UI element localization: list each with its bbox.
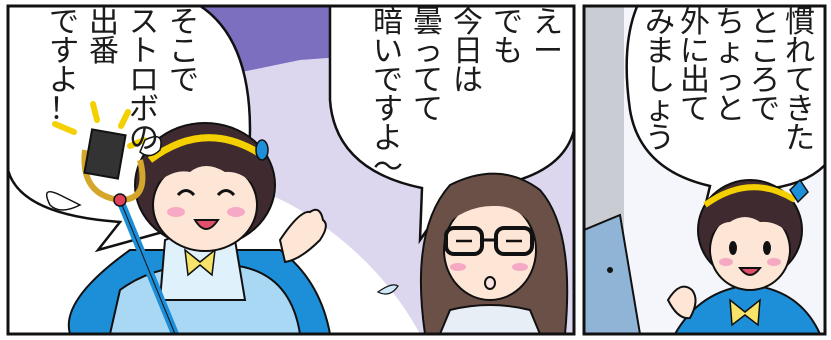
glasses-girl-character xyxy=(419,172,569,334)
balloon-text-outside: 慣れてきた ところで ちょっと 外に出て みましょう xyxy=(645,5,815,156)
balloon-glyph: 〜 xyxy=(373,150,403,185)
flash-lines xyxy=(52,101,147,149)
balloon-glyph: み xyxy=(645,5,675,40)
balloon-line: 出番 xyxy=(89,5,119,69)
magical-girl-character-right xyxy=(666,178,822,334)
balloon-glyph: と xyxy=(715,92,745,127)
balloon-glyph: て xyxy=(413,92,443,127)
balloon-line: ところで xyxy=(750,5,780,127)
balloon-glyph: 出 xyxy=(680,63,710,98)
balloon-line: 暗いですよ〜 xyxy=(373,5,403,185)
balloon-line: 曇ってて xyxy=(413,5,443,127)
balloon-glyph: ょ xyxy=(645,92,675,127)
balloon-glyph: ト xyxy=(129,34,159,69)
balloon-glyph: た xyxy=(785,121,815,156)
balloon-glyph: ろ xyxy=(750,63,780,98)
balloon-glyph: ！ xyxy=(49,92,79,127)
balloon-glyph: に xyxy=(680,34,710,69)
balloon-line: ですよ！ xyxy=(49,5,79,127)
right-panel xyxy=(582,4,827,336)
balloon-line: でも xyxy=(493,5,523,69)
balloon-line: みましょう xyxy=(645,5,675,156)
balloon-glyph: 今 xyxy=(453,5,483,40)
balloon-line: ちょっと xyxy=(715,5,745,127)
balloon-glyph: で xyxy=(49,5,79,40)
balloon-glyph: ス xyxy=(129,5,159,40)
balloon-glyph: で xyxy=(493,5,523,40)
balloon-glyph: す xyxy=(49,34,79,69)
balloon-glyph: て xyxy=(785,63,815,98)
balloon-glyph: き xyxy=(785,92,815,127)
balloon-text-cloudy: えー でも 今日は 曇ってて 暗いですよ〜 xyxy=(373,5,563,185)
magical-girl-character xyxy=(67,122,332,334)
balloon-glyph: 番 xyxy=(89,34,119,69)
balloon-glyph: こ xyxy=(750,34,780,69)
balloon-glyph: 曇 xyxy=(413,5,443,40)
balloon-glyph: 日 xyxy=(453,34,483,69)
balloon-line: ストロボの xyxy=(129,5,159,156)
balloon-glyph: 出 xyxy=(89,5,119,40)
strobe-flash-head xyxy=(83,128,127,180)
balloon-text-strobe: そこで ストロボの 出番 ですよ！ xyxy=(49,5,199,156)
balloon-glyph: ち xyxy=(715,5,745,40)
left-panel-border xyxy=(6,4,576,336)
balloon-glyph: の xyxy=(129,121,159,156)
balloon-glyph: は xyxy=(453,63,483,98)
strobe-staff xyxy=(45,128,179,334)
balloon-glyph: よ xyxy=(373,121,403,156)
balloon-glyph: 外 xyxy=(680,5,710,40)
balloon-glyph: 慣 xyxy=(785,5,815,40)
right-panel-border xyxy=(582,4,827,336)
balloon-glyph: す xyxy=(373,92,403,127)
door xyxy=(584,213,642,334)
balloon-glyph: も xyxy=(493,34,523,69)
left-panel xyxy=(6,4,576,336)
balloon-glyph: こ xyxy=(169,34,199,69)
balloon-glyph: う xyxy=(645,121,675,156)
balloon-line: 外に出て xyxy=(680,5,710,127)
balloon-glyph: え xyxy=(533,5,563,40)
balloon-glyph: と xyxy=(750,5,780,40)
balloon-glyph: れ xyxy=(785,34,815,69)
balloon-glyph: で xyxy=(750,92,780,127)
balloon-line: えー xyxy=(533,5,563,69)
balloon-glyph: よ xyxy=(49,63,79,98)
balloon-glyph: っ xyxy=(413,34,443,69)
balloon-glyph: て xyxy=(680,92,710,127)
balloon-glyph: い xyxy=(373,34,403,69)
balloon-glyph: ロ xyxy=(129,63,159,98)
balloon-glyph: て xyxy=(413,63,443,98)
balloon-glyph: ょ xyxy=(715,34,745,69)
balloon-line: 慣れてきた xyxy=(785,5,815,156)
balloon-line: 今日は xyxy=(453,5,483,98)
balloon-glyph: っ xyxy=(715,63,745,98)
balloon-glyph: で xyxy=(373,63,403,98)
balloon-line: そこで xyxy=(169,5,199,98)
balloon-glyph: ー xyxy=(533,34,563,69)
balloon-glyph: 暗 xyxy=(373,5,403,40)
balloon-glyph: そ xyxy=(169,5,199,40)
feather xyxy=(376,284,399,295)
balloon-glyph: で xyxy=(169,63,199,98)
balloon-glyph: し xyxy=(645,63,675,98)
balloon-glyph: ボ xyxy=(129,92,159,127)
balloon-glyph: ま xyxy=(645,34,675,69)
